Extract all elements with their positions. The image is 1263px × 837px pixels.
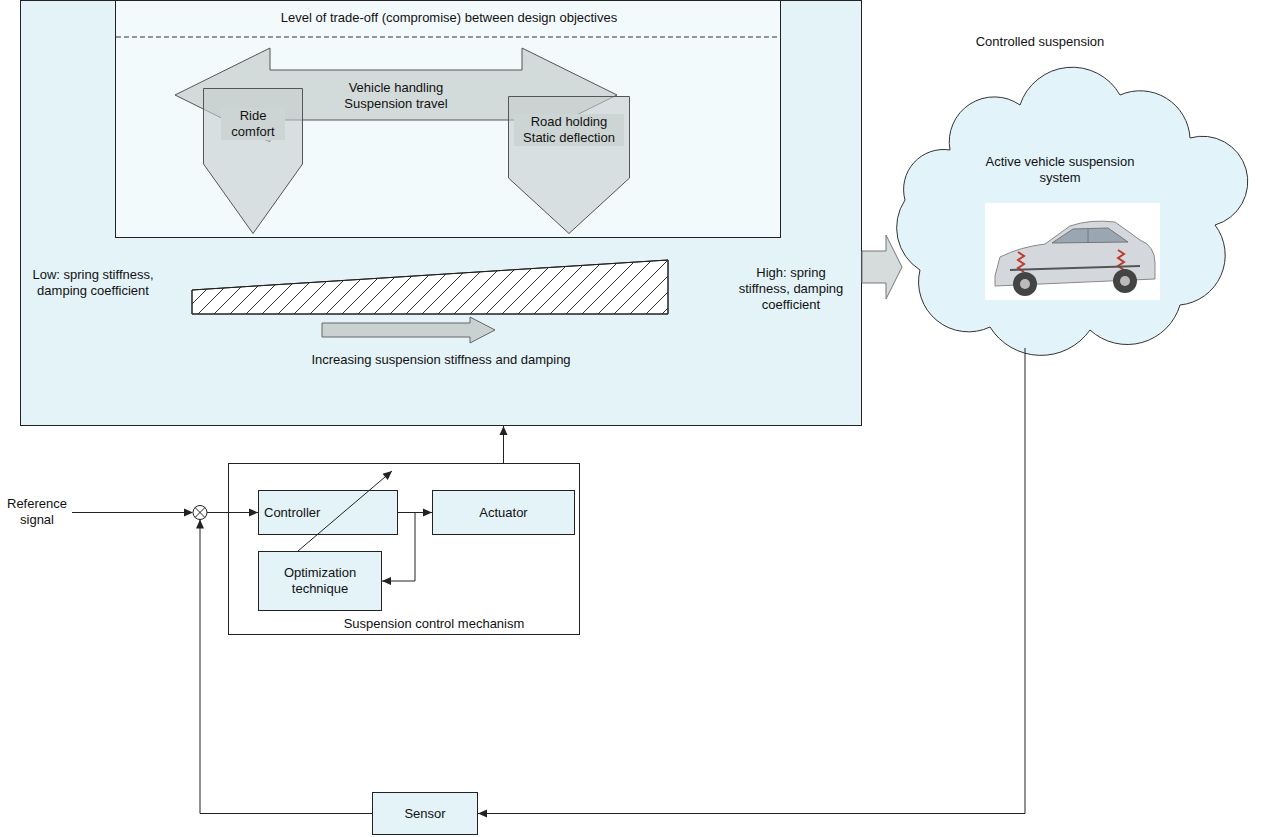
- box-label: Optimization technique: [259, 565, 381, 597]
- suspension-cloud: Controlled suspensionActive vehicle susp…: [890, 30, 1228, 360]
- connector-line: [478, 348, 1025, 814]
- reference-wire: [72, 512, 186, 513]
- text-slot: Low: spring stiffness, damping coefficie…: [31, 267, 155, 299]
- text-slot: Level of trade-off (compromise) between …: [136, 10, 762, 26]
- process-box: Sensor: [372, 792, 478, 835]
- mechanism-box: Suspension control mechanism Controller Ac…: [228, 463, 580, 635]
- high-stiffness-note: High: spring stiffness, damping coeffici…: [729, 265, 853, 313]
- dashed-divider: [116, 37, 780, 38]
- arrow-label: Road holding Static deflection: [514, 114, 624, 146]
- arrow-label: Ride comfort: [221, 108, 285, 140]
- arrowhead: [196, 520, 204, 529]
- arrowhead: [382, 577, 391, 585]
- down-arrow: Road holding Static deflection: [508, 96, 630, 234]
- cloud-label: Active vehicle suspension system: [970, 154, 1150, 186]
- text-slot: High: spring stiffness, damping coeffici…: [729, 265, 853, 313]
- arrow-label: Vehicle handling Suspension travel: [333, 80, 459, 112]
- connector: [382, 513, 415, 586]
- arrowhead: [423, 509, 432, 517]
- text-slot: Vehicle handling Suspension travel: [333, 72, 459, 120]
- process-box: Optimization technique: [258, 551, 382, 611]
- connector-line: [382, 513, 415, 582]
- connector: [398, 509, 432, 517]
- arrowhead: [500, 426, 508, 435]
- text-slot: Controlled suspension: [930, 34, 1150, 50]
- text-slot: Active vehicle suspension system: [970, 154, 1150, 186]
- label-slot: Reference signal: [4, 496, 70, 528]
- connector: [196, 509, 372, 814]
- axis-caption: Increasing suspension stiffness and damp…: [271, 352, 611, 368]
- summing-junction: [193, 506, 207, 520]
- junction-cross: [195, 508, 205, 518]
- low-stiffness-note: Low: spring stiffness, damping coefficie…: [31, 267, 155, 299]
- objectives-panel: Low: spring stiffness, damping coefficie…: [20, 0, 862, 426]
- text-slot: Suspension control mechanism: [324, 616, 544, 632]
- stiffness-hatch: [192, 260, 668, 314]
- connector-line: [398, 512, 432, 513]
- text-slot: Ride comfort: [221, 108, 285, 140]
- box-label: Actuator: [479, 505, 527, 521]
- text-slot: Actuator: [433, 491, 574, 534]
- text-slot: Increasing suspension stiffness and damp…: [271, 352, 611, 368]
- box-heading: Level of trade-off (compromise) between …: [136, 10, 762, 26]
- connector-line: [200, 520, 372, 814]
- process-box: Controller: [258, 490, 398, 535]
- box-label: Controller: [264, 505, 320, 521]
- arrowhead: [478, 810, 487, 818]
- connector: [478, 348, 1025, 818]
- box-label: Sensor: [404, 806, 445, 822]
- text-slot: Sensor: [373, 793, 477, 834]
- stiffness-wedge: [192, 260, 668, 314]
- text-slot: Controller: [264, 491, 374, 534]
- trade-off-box: Level of trade-off (compromise) between …: [115, 0, 781, 238]
- signal-label: Reference signal: [4, 496, 70, 528]
- text-slot: Optimization technique: [259, 552, 381, 610]
- block-arrow: [862, 235, 902, 299]
- car-picture: [985, 203, 1160, 300]
- down-arrow: Ride comfort: [203, 88, 303, 234]
- arrowhead: [249, 509, 258, 517]
- reference-arrowhead: [184, 509, 193, 517]
- connector-line: [298, 471, 392, 551]
- process-box: Actuator: [432, 490, 575, 535]
- connector: [862, 235, 902, 299]
- suspension-cloud-outline: [890, 30, 1228, 360]
- arrowhead: [383, 471, 392, 480]
- connector-line: [503, 426, 504, 463]
- connector: [298, 471, 392, 551]
- group-label: Suspension control mechanism: [324, 616, 544, 632]
- connector: [500, 426, 508, 463]
- increase-arrow: [322, 317, 495, 343]
- connector-line: [207, 512, 258, 513]
- junction-cross: [195, 508, 205, 518]
- cloud-heading: Controlled suspension: [930, 34, 1150, 50]
- text-slot: Road holding Static deflection: [514, 114, 624, 146]
